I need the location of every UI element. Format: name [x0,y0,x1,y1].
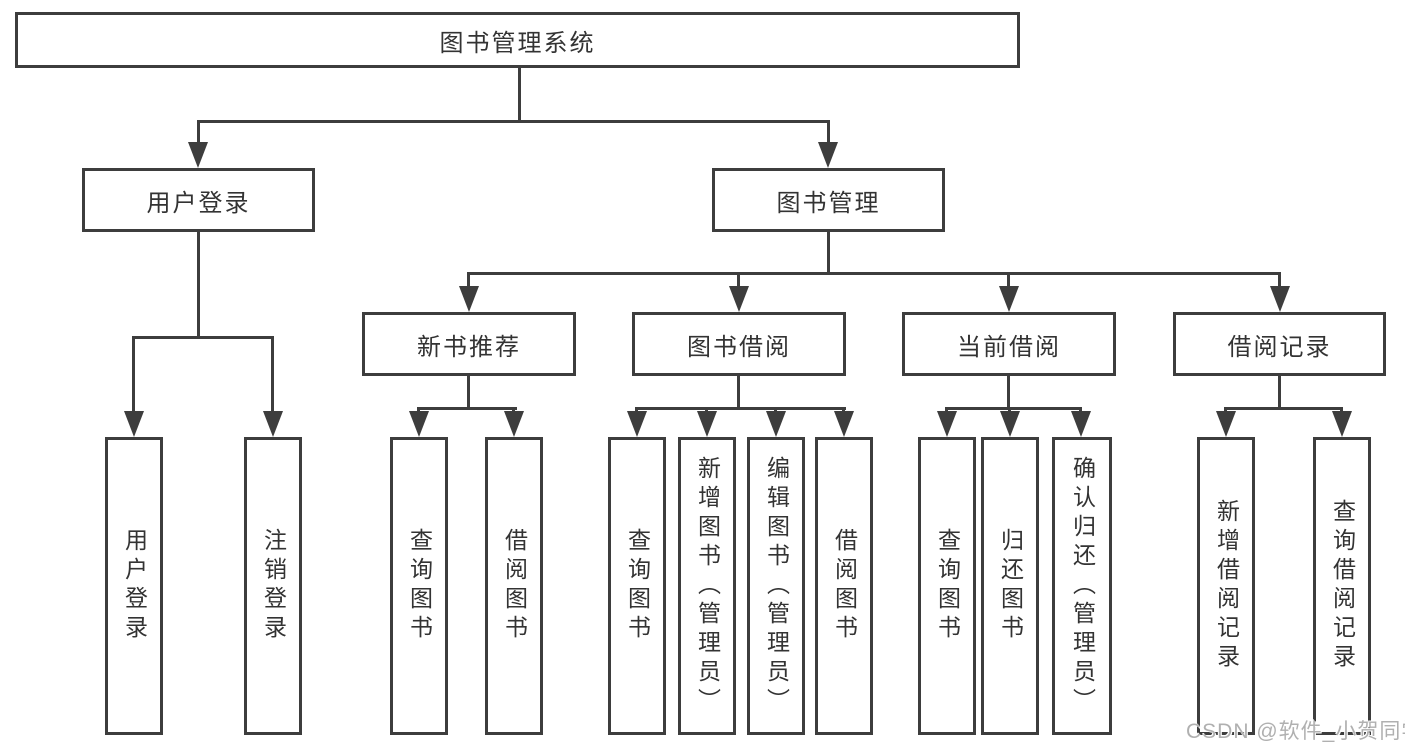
connector-hline [467,272,1281,275]
connector-vline [467,272,470,290]
connector-hline [197,120,830,123]
arrowhead-down [999,286,1019,312]
node-label: 当前借阅 [957,333,1061,361]
leaf-borrow-books-borrowing: 借阅图书 [815,437,873,735]
leaf-return-book: 归还图书 [981,437,1039,735]
connector-hline [417,407,517,410]
arrowhead-down [459,286,479,312]
connector-vline [737,374,740,409]
node-label: 查询图书 [934,528,961,644]
node-book-borrowing: 图书借阅 [632,312,846,376]
connector-vline [467,374,470,409]
connector-hline [1224,407,1343,410]
leaf-query-borrow-record: 查询借阅记录 [1313,437,1371,735]
arrowhead-down [818,142,838,168]
node-label: 查询图书 [624,528,651,644]
arrowhead-down [697,411,717,437]
connector-vline [1278,272,1281,290]
connector-vline [197,120,200,148]
node-book-management: 图书管理 [712,168,945,232]
node-borrowing-records: 借阅记录 [1173,312,1386,376]
connector-vline [1278,374,1281,409]
node-current-borrowing: 当前借阅 [902,312,1116,376]
node-label: 用户登录 [146,189,251,217]
node-user-login: 用户登录 [82,168,315,232]
connector-hline [635,407,846,410]
leaf-borrow-books-recommend: 借阅图书 [485,437,543,735]
connector-hline [132,336,274,339]
arrowhead-down [124,411,144,437]
node-label: 图书借阅 [687,333,791,361]
leaf-query-books-recommend: 查询图书 [390,437,448,735]
connector-vline [827,120,830,148]
arrowhead-down [1270,286,1290,312]
connector-vline [737,272,740,290]
node-label: 图书管理 [776,189,881,217]
csdn-watermark: CSDN @软件_小贺同学 [1186,720,1405,743]
arrowhead-down [627,411,647,437]
connector-vline [827,232,830,274]
node-label: 借阅记录 [1227,333,1332,361]
arrowhead-down [729,286,749,312]
node-label: 确认归还（管理员） [1069,455,1096,717]
leaf-edit-book-admin: 编辑图书（管理员） [747,437,805,735]
arrowhead-down [188,142,208,168]
arrowhead-down [937,411,957,437]
leaf-confirm-return-admin: 确认归还（管理员） [1052,437,1112,735]
node-label: 用户登录 [121,528,148,644]
connector-vline [1007,272,1010,290]
arrowhead-down [409,411,429,437]
leaf-logout: 注销登录 [244,437,302,735]
node-label: 查询借阅记录 [1329,499,1356,673]
leaf-user-login: 用户登录 [105,437,163,735]
arrowhead-down [504,411,524,437]
leaf-query-books-borrowing: 查询图书 [608,437,666,735]
leaf-query-books-current: 查询图书 [918,437,976,735]
arrowhead-down [1071,411,1091,437]
node-label: 借阅图书 [501,528,528,644]
arrowhead-down [1000,411,1020,437]
node-label: 注销登录 [260,528,287,644]
connector-vline [197,232,200,338]
node-label: 编辑图书（管理员） [763,455,790,717]
node-label: 图书管理系统 [439,29,596,57]
node-label: 归还图书 [997,528,1024,644]
leaf-add-book-admin: 新增图书（管理员） [678,437,736,735]
node-label: 新增借阅记录 [1213,499,1240,673]
connector-vline [518,68,521,123]
connector-hline [945,407,1082,410]
arrowhead-down [263,411,283,437]
node-label: 新增图书（管理员） [694,455,721,717]
leaf-add-borrow-record: 新增借阅记录 [1197,437,1255,735]
connector-vline [1007,374,1010,409]
node-library-system: 图书管理系统 [15,12,1020,68]
connector-vline [271,336,274,414]
node-label: 新书推荐 [417,333,521,361]
arrowhead-down [1216,411,1236,437]
arrowhead-down [1332,411,1352,437]
arrowhead-down [834,411,854,437]
connector-vline [132,336,135,414]
node-new-book-recommendation: 新书推荐 [362,312,576,376]
node-label: 借阅图书 [831,528,858,644]
arrowhead-down [766,411,786,437]
node-label: 查询图书 [406,528,433,644]
